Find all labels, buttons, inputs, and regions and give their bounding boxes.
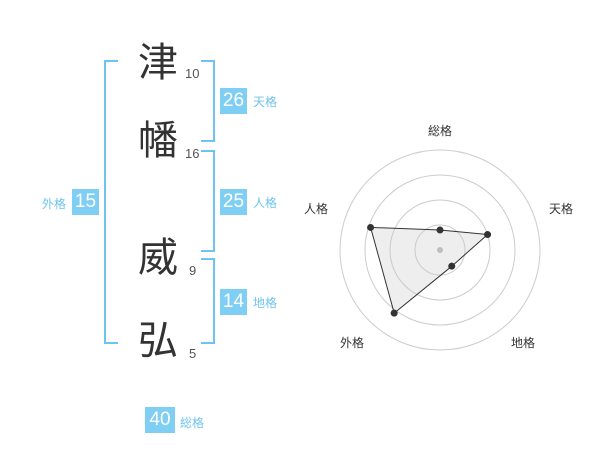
radar-point-2 [484,231,492,239]
radar-point-4 [390,309,398,317]
radar-center [437,247,443,253]
name-char-2: 幡 [138,118,178,164]
stroke-count-4: 5 [189,346,197,361]
radar-point-3 [448,262,456,270]
gaikaku-value-badge: 15 [72,189,99,215]
tenkaku-label: 天格 [253,95,278,109]
radar-ring [339,149,541,351]
jinkaku-bracket [201,150,215,252]
radar-label-jinkaku: 人格 [304,202,329,216]
radar-point-5 [367,223,375,231]
radar-label-gaikaku: 外格 [340,336,365,350]
stroke-count-3: 9 [189,263,197,278]
jinkaku-value-badge: 25 [220,189,247,215]
chikaku-label: 地格 [253,296,278,310]
radar-point-1 [436,226,444,234]
name-char-3: 威 [138,235,178,281]
soukaku-value-badge: 40 [145,407,175,433]
radar-label-soukaku: 総格 [428,124,453,138]
stroke-count-1: 10 [185,66,200,81]
chikaku-bracket [201,258,215,344]
radar-polygon [369,226,489,314]
name-char-4: 弘 [138,318,178,364]
radar-ring [414,224,466,276]
stroke-count-2: 16 [185,146,200,161]
radar-label-tenkaku: 天格 [549,202,574,216]
gaikaku-bracket [104,60,118,344]
tenkaku-bracket [201,60,215,142]
chikaku-value-badge: 14 [220,289,247,315]
jinkaku-label: 人格 [253,196,278,210]
radar-label-chikaku: 地格 [511,336,536,350]
radar-ring [364,174,516,326]
gaikaku-label: 外格 [42,197,67,211]
tenkaku-value-badge: 26 [220,88,247,114]
soukaku-label: 総格 [180,416,205,430]
radar-chart [339,149,541,351]
name-char-1: 津 [138,40,178,86]
radar-ring [389,199,491,301]
